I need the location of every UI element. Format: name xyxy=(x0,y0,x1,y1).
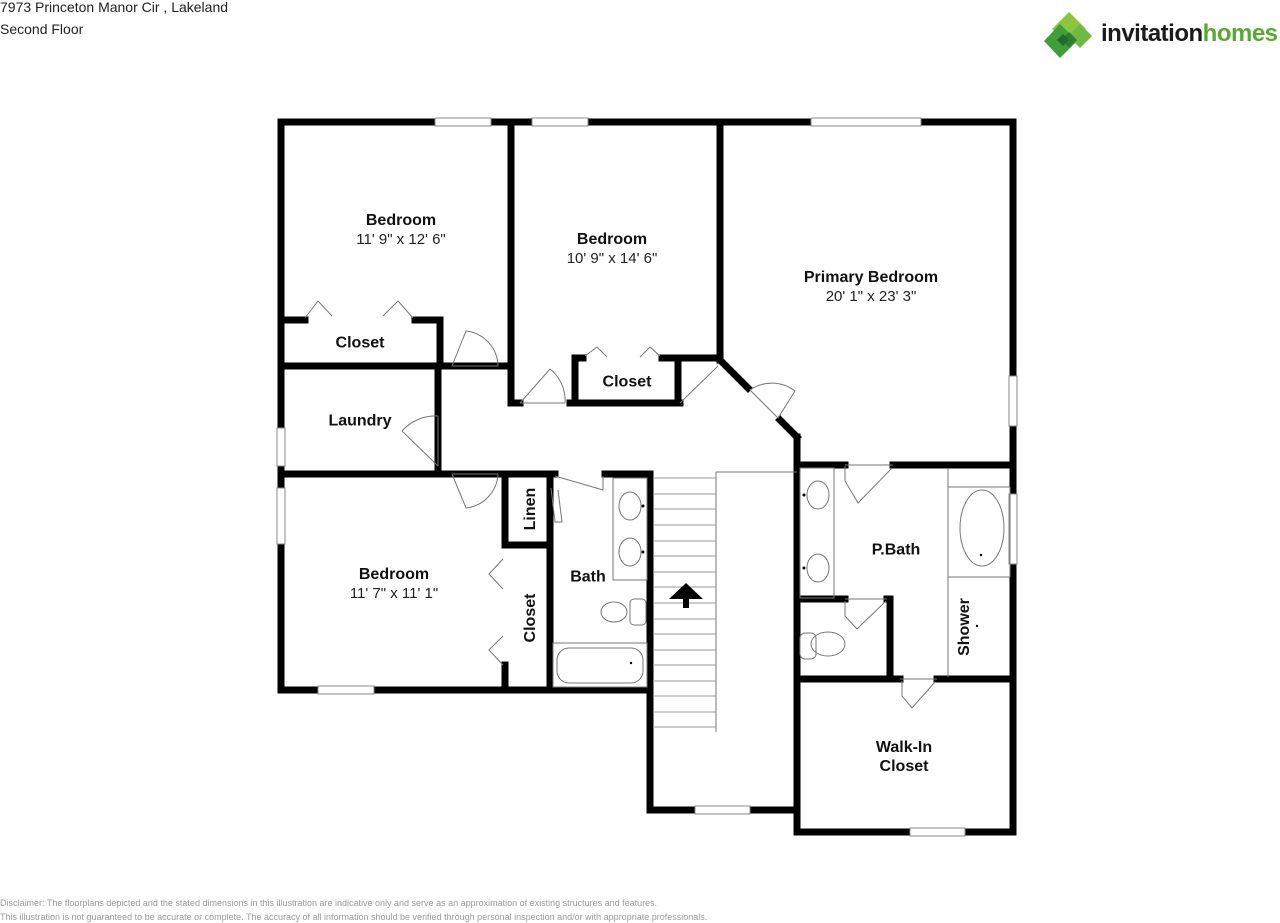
room-shower: Shower xyxy=(956,598,973,656)
room-primary-bath: P.Bath xyxy=(871,541,921,559)
room-bath: Bath xyxy=(570,568,606,586)
logo-wordmark: invitationhomes xyxy=(1101,20,1278,47)
invitation-homes-logo: invitationhomes xyxy=(1044,10,1280,60)
room-closet-2: Closet xyxy=(602,373,652,391)
floor-label: Second Floor xyxy=(0,21,84,37)
room-laundry: Laundry xyxy=(328,412,392,430)
room-bedroom-3: Bedroom 11' 7" x 11' 1" xyxy=(349,566,439,602)
room-bedroom-2: Bedroom 10' 9" x 14' 6" xyxy=(566,231,658,267)
room-closet-3: Closet xyxy=(522,593,539,643)
disclaimer-line-2: This illustration is not guaranteed to b… xyxy=(0,912,708,922)
disclaimer-line-1: Disclaimer: The floorplans depicted and … xyxy=(0,898,658,908)
room-closet-1: Closet xyxy=(335,334,385,352)
room-bedroom-1: Bedroom 11' 9" x 12' 6" xyxy=(356,212,446,248)
diamond-cluster-logo-icon xyxy=(1044,12,1092,58)
room-linen: Linen xyxy=(522,487,539,531)
room-walk-in-closet: Walk-In Closet xyxy=(875,739,933,775)
room-primary-bedroom: Primary Bedroom 20' 1" x 23' 3" xyxy=(803,269,939,305)
arrow-up-icon xyxy=(669,583,703,608)
property-address: 7973 Princeton Manor Cir , Lakeland xyxy=(0,0,229,15)
